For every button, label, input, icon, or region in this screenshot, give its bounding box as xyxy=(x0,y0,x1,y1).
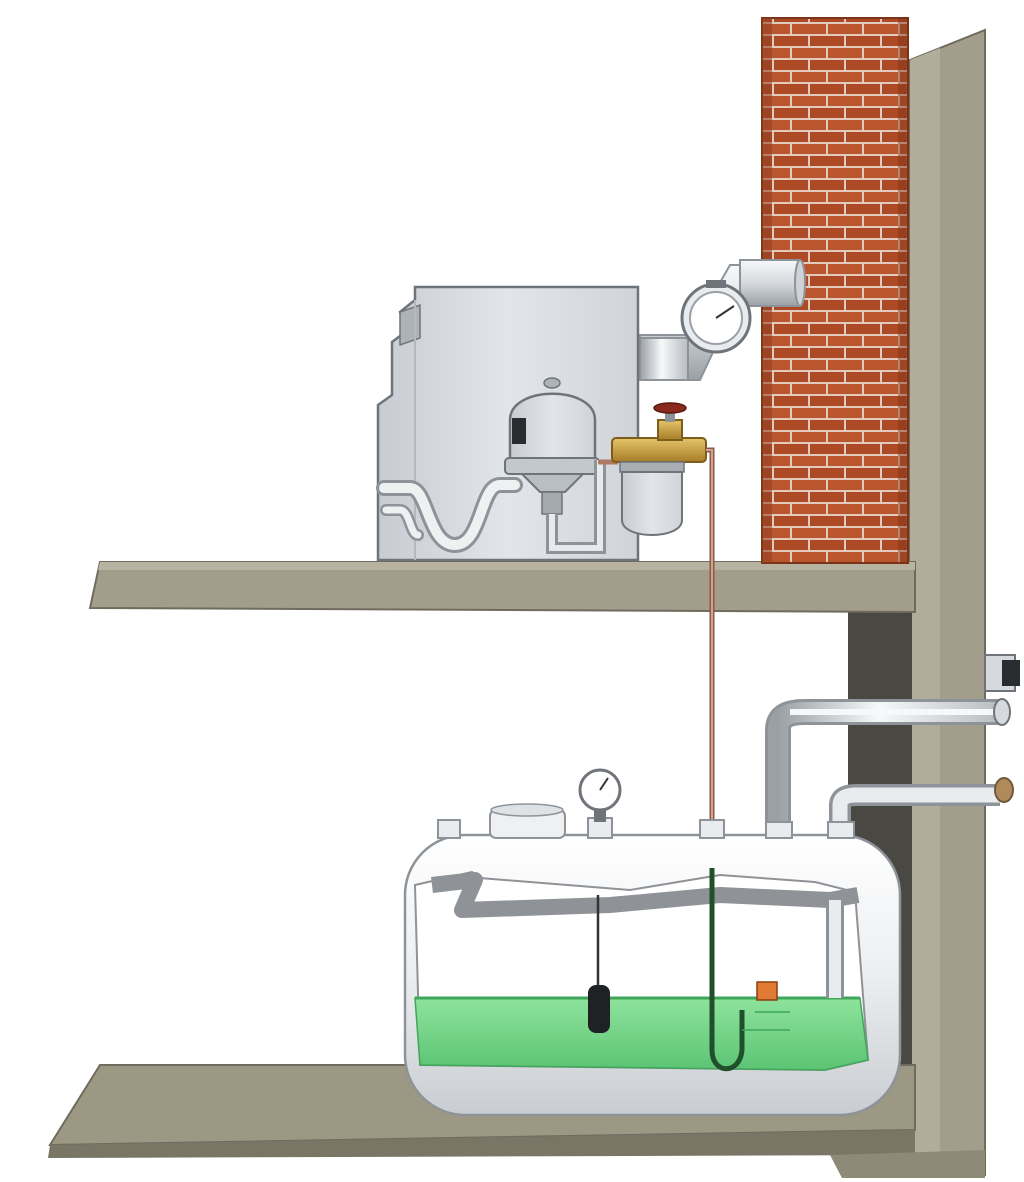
oil-filter-icon xyxy=(612,438,706,535)
suction-float xyxy=(757,982,777,1000)
oil-storage-tank-icon xyxy=(405,835,900,1115)
level-sensor-float xyxy=(588,985,610,1033)
fuel-oil xyxy=(415,998,868,1070)
tank-pressure-gauge-icon xyxy=(580,770,620,822)
shutoff-valve-icon xyxy=(654,403,686,440)
tank-fittings xyxy=(438,804,854,838)
